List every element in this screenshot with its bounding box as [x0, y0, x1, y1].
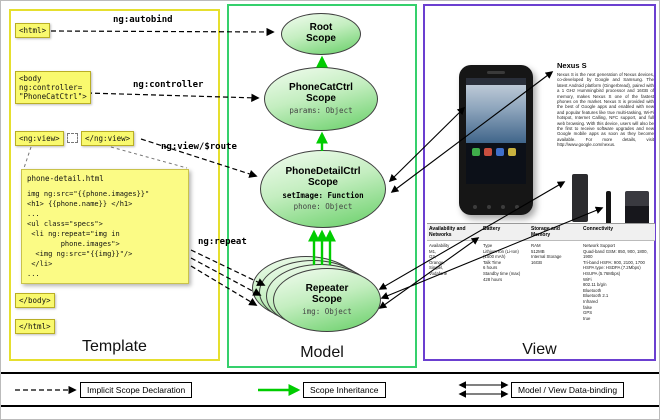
- phone-screen: [466, 78, 526, 184]
- html-open-tag: <html>: [15, 23, 51, 38]
- ng-view-placeholder-box: [67, 133, 78, 143]
- spec-header: Availability and Networks: [429, 226, 466, 238]
- view-panel-label: View: [522, 341, 557, 358]
- legend-binding-label: Model / View Data-binding: [511, 382, 625, 398]
- phone-speaker: [487, 71, 505, 74]
- phonedetailctrl-scope-phone: phone: Object: [293, 201, 353, 211]
- spec-header: Storage and Memory: [531, 226, 560, 238]
- ng-view-open-tag: <ng:view>: [15, 131, 64, 146]
- phone-title: Nexus S: [557, 61, 587, 70]
- thumbnail-image: [625, 191, 649, 229]
- nexus-phone-image: [459, 65, 533, 215]
- thumbnail-image: [572, 174, 588, 222]
- phone-wallpaper: [466, 85, 526, 143]
- legend-inheritance-label: Scope Inheritance: [303, 382, 386, 398]
- root-scope-title: Root Scope: [305, 22, 336, 44]
- legend-implicit-label: Implicit Scope Declaration: [80, 382, 193, 398]
- app-icon: [496, 148, 504, 156]
- root-scope-ellipse: Root Scope: [281, 13, 361, 55]
- phone-thumbnail-front: [565, 169, 595, 227]
- phonecatctrl-scope-ellipse: PhoneCatCtrl Scope params: Object: [264, 67, 378, 131]
- phonedetailctrl-scope-ellipse: PhoneDetailCtrl Scope setImage: Function…: [260, 150, 386, 228]
- spec-table: Availability and Networks Battery Storag…: [427, 223, 655, 323]
- phone-statusbar: [466, 78, 526, 85]
- phone-description: Nexus S is the next generation of Nexus …: [557, 72, 654, 148]
- repeater-scope-img: img: Object: [302, 307, 352, 317]
- body-close-tag: </body>: [15, 293, 55, 308]
- ng-view-close-tag: </ng:view>: [81, 131, 135, 146]
- app-icon: [472, 148, 480, 156]
- app-icon: [508, 148, 516, 156]
- html-close-tag: </html>: [15, 319, 55, 334]
- code-file-name: phone-detail.html: [27, 174, 104, 183]
- spec-column-availability: Availability M1, O2, Orange, Singtel, Vo…: [429, 243, 450, 276]
- spec-column-connectivity: Network Support Quad-band GSM: 850, 900,…: [583, 243, 648, 321]
- code-lines: img ng:src="{{phone.images}}" <h1> {{pho…: [27, 190, 150, 278]
- spec-header: Connectivity: [583, 226, 614, 232]
- body-open-tag: <body ng:controller= "PhoneCatCtrl">: [15, 71, 91, 104]
- thumbnail-image: [605, 191, 611, 231]
- phone-buttons: [473, 205, 519, 209]
- spec-table-body-row: Availability M1, O2, Orange, Singtel, Vo…: [427, 241, 655, 323]
- phonedetailctrl-scope-setimage: setImage: Function: [282, 190, 364, 200]
- model-panel-label: Model: [300, 344, 344, 361]
- template-panel-label: Template: [82, 338, 147, 355]
- phone-detail-code-box: phone-detail.html img ng:src="{{phone.im…: [21, 169, 189, 284]
- app-icon: [484, 148, 492, 156]
- spec-table-header-row: Availability and Networks Battery Storag…: [427, 223, 655, 241]
- ng-autobind-label: ng:autobind: [113, 15, 173, 25]
- phone-thumbnail-side: [603, 189, 613, 233]
- phonecatctrl-scope-params: params: Object: [289, 106, 353, 116]
- spec-column-storage: RAM 512MB Internal Storage 16GB: [531, 243, 562, 265]
- spec-column-battery: Type Lithium Ion (Li-Ion) (1500 mAh) Tal…: [483, 243, 521, 282]
- repeater-scope-ellipse: Repeater Scope img: Object: [273, 268, 381, 332]
- phonecatctrl-scope-title: PhoneCatCtrl Scope: [289, 81, 353, 104]
- repeater-scope-title: Repeater Scope: [305, 282, 349, 305]
- phonedetailctrl-scope-title: PhoneDetailCtrl Scope: [285, 166, 361, 188]
- ng-view-route-label: ng:view/$route: [161, 142, 237, 152]
- phone-app-icons: [466, 143, 526, 184]
- ng-controller-label: ng:controller: [133, 80, 204, 90]
- spec-header: Battery: [483, 226, 501, 232]
- ng-repeat-label: ng:repeat: [198, 237, 247, 247]
